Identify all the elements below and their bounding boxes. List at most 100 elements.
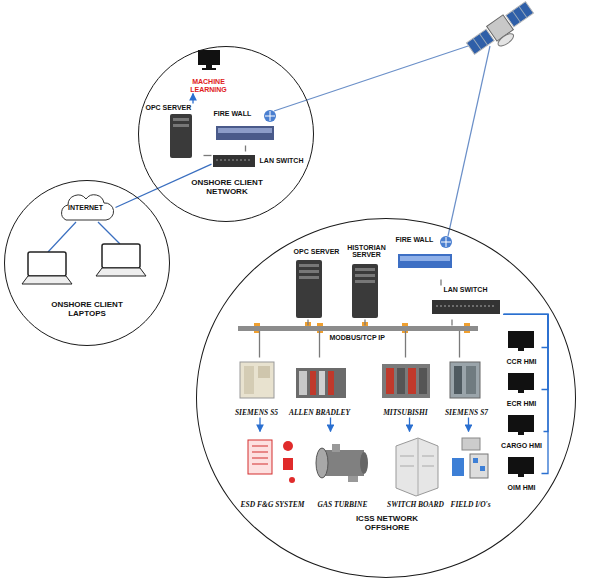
- satellite: [466, 29, 494, 54]
- gas-turbine-icon: [360, 452, 368, 474]
- hmi-icon: [508, 415, 534, 432]
- network-link: [330, 418, 331, 432]
- hmi-icon: [518, 474, 524, 477]
- plc: SIEMENS S7: [442, 358, 492, 418]
- gas-turbine-icon: [332, 444, 340, 452]
- network-zone: ICSS NETWORK OFFSHORE OPC SERVERHISTORIAN…: [196, 218, 576, 578]
- server-icon: [170, 114, 378, 318]
- satellite-link: [448, 46, 490, 236]
- laptop-icon: [102, 244, 140, 268]
- plc-icon: [240, 362, 480, 398]
- hmi-station: OIM HMI: [502, 456, 542, 492]
- cloud-icon: [62, 195, 114, 220]
- workstation-icon: [198, 50, 220, 65]
- network-link: [504, 314, 549, 347]
- satellite: [465, 0, 539, 63]
- hmi-icon: [508, 457, 534, 474]
- firewall-icon: [400, 256, 450, 261]
- plc: SIEMENS S5: [232, 358, 282, 418]
- network-link: [319, 331, 320, 358]
- plc-icon: [419, 368, 427, 394]
- network-link: [259, 331, 260, 358]
- esd-icon: [289, 477, 295, 483]
- workstation-icon: [206, 65, 212, 68]
- cloud-icon: [62, 195, 114, 220]
- esd-icon: [248, 440, 272, 474]
- network-link: [504, 314, 549, 473]
- gas-turbine-icon: [316, 444, 368, 482]
- network-link: [259, 418, 260, 432]
- gas-turbine-icon: [348, 476, 358, 482]
- server-icon: [173, 124, 189, 127]
- plc-icon: [382, 364, 430, 398]
- field-io-icon: [452, 438, 488, 478]
- server-icon: [355, 274, 375, 277]
- workstation: MACHINE LEARNING: [180, 50, 238, 94]
- network-link: [440, 280, 441, 286]
- field-equipment: GAS TURBINE: [310, 432, 376, 510]
- field-io-icon: [473, 458, 478, 463]
- field-equipment: SWITCH BOARD: [386, 432, 446, 510]
- plc-icon: [450, 362, 480, 398]
- plc: ALLEN BRADLEY: [288, 358, 352, 418]
- network-link: [204, 155, 212, 156]
- node-label: OPC SERVER: [294, 248, 340, 256]
- node-label: OPC SERVER: [146, 104, 192, 112]
- firewall-icon: [441, 237, 451, 247]
- node-label: MITSUBISHI: [383, 409, 428, 417]
- gas-turbine-icon: [316, 448, 328, 478]
- field-io-icon: [452, 458, 464, 476]
- plc-icon: [454, 366, 462, 394]
- hmi-icon: [518, 390, 524, 393]
- server: OPC SERVER: [146, 104, 204, 160]
- zone-heading: ONSHORE CLIENT NETWORK: [182, 179, 272, 197]
- server-icon: [299, 276, 319, 279]
- esd-icon: [248, 440, 295, 483]
- server-icon: [170, 114, 192, 158]
- plc-icon: [240, 362, 274, 398]
- plc-icon: [319, 371, 325, 395]
- server-icon: [299, 264, 319, 267]
- switchboard-icon: [396, 438, 438, 496]
- workstation-icon: [198, 50, 220, 70]
- laptop-icon: [22, 276, 72, 284]
- network-bus: MODBUS/TCP IP: [238, 326, 478, 331]
- satellite: [512, 11, 520, 22]
- plc-icon: [258, 366, 270, 378]
- firewall-icon: [265, 111, 275, 121]
- server-icon: [352, 264, 378, 318]
- satellite: [473, 38, 481, 49]
- network-link: [468, 418, 469, 432]
- satellite: [506, 2, 534, 27]
- zone-heading: ICSS NETWORK OFFSHORE: [337, 515, 437, 533]
- node-label: GAS TURBINE: [318, 501, 368, 509]
- node-label: ESD F&G SYSTEM: [241, 501, 305, 509]
- server: OPC SERVER: [290, 248, 344, 320]
- lan-switch: LAN SWITCH: [428, 286, 504, 320]
- network-link: [504, 314, 549, 431]
- server-icon: [173, 118, 189, 121]
- hmi-icon: [518, 432, 524, 435]
- switchboard-icon: [400, 438, 434, 496]
- hmi-station: CARGO HMI: [500, 414, 544, 450]
- firewall: FIRE WALL: [214, 110, 278, 146]
- lan-switch: LAN SWITCH: [212, 152, 304, 170]
- server: HISTORIAN SERVER: [340, 244, 394, 320]
- switch-icon: [432, 300, 500, 314]
- plc-icon: [408, 368, 416, 394]
- esd-icon: [283, 441, 293, 451]
- node-label: FIRE WALL: [214, 110, 252, 118]
- firewall-icon: [218, 128, 272, 133]
- firewall-icon: [264, 110, 276, 122]
- plc-icon: [310, 371, 316, 395]
- hmi-station: ECR HMI: [502, 372, 542, 408]
- node-label: FIELD I/O's: [450, 501, 490, 509]
- network-link: [504, 314, 549, 389]
- laptop-icon: [96, 268, 146, 276]
- field-io-icon: [470, 454, 488, 478]
- field-io-icon: [480, 466, 485, 471]
- hmi-station: CCR HMI: [502, 330, 542, 366]
- hmi-icon: [508, 331, 534, 348]
